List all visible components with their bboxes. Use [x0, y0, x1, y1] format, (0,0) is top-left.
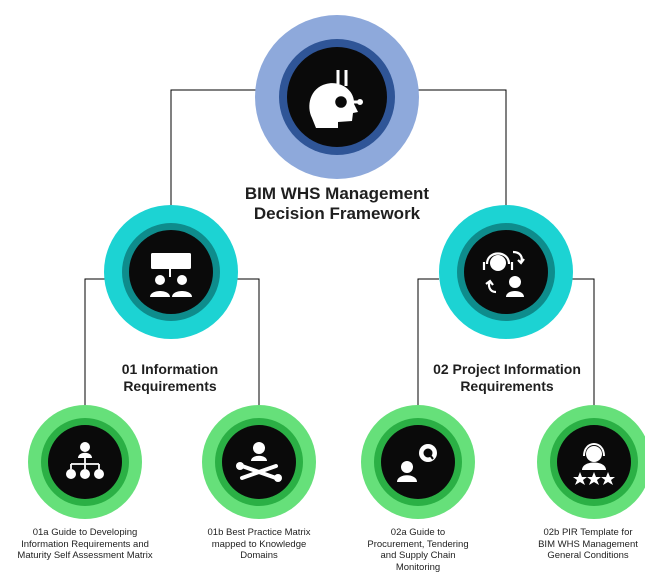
leaf-core [222, 425, 296, 499]
leaf-label-line: BIM WHS Management [538, 538, 638, 550]
leaf-label-02a: 02a Guide to Procurement, Tendering and … [352, 527, 484, 573]
root-title: BIM WHS Management Decision Framework [207, 184, 467, 224]
leaf-label-line: 01b Best Practice Matrix [207, 527, 311, 538]
connector-right-leaf-b [570, 278, 595, 412]
branch-title-information-requirements: 01 Information Requirements [80, 361, 260, 395]
leaf-label-01b: 01b Best Practice Matrix mapped to Knowl… [194, 527, 324, 562]
connector-left-leaf-a [84, 278, 106, 412]
root-title-line2: Decision Framework [253, 204, 421, 223]
leaf-label-line: Maturity Self Assessment Matrix [17, 550, 153, 561]
branch-title-line2: Requirements [460, 378, 554, 394]
leaf-node-02b [537, 405, 645, 519]
leaf-label-line: mapped to Knowledge [211, 538, 307, 550]
org-chart-icon [66, 442, 104, 479]
leaf-node-01a [28, 405, 142, 519]
leaf-label-line: and Supply Chain [380, 550, 456, 561]
connector-root-left [170, 89, 258, 209]
leaf-node-02a [361, 405, 475, 519]
leaf-label-line: 02a Guide to [390, 527, 446, 538]
leaf-node-01b [202, 405, 316, 519]
leaf-label-02b: 02b PIR Template for BIM WHS Management … [532, 527, 644, 562]
leaf-label-line: General Conditions [547, 550, 629, 561]
leaf-label-line: Domains [240, 550, 278, 561]
connector-right-leaf-a [417, 278, 439, 412]
connector-left-leaf-b [236, 278, 260, 412]
presentation-team-icon [150, 253, 192, 297]
leaf-label-line: 02b PIR Template for [543, 527, 633, 538]
headset-gear-icon [309, 70, 363, 128]
branch-title-line1: 02 Project Information [433, 361, 581, 377]
search-person-icon [397, 444, 437, 482]
leaf-label-01a: 01a Guide to Developing Information Requ… [2, 527, 168, 562]
leaf-label-line: 01a Guide to Developing [32, 527, 138, 538]
connector-lines [84, 89, 595, 412]
support-exchange-icon [482, 250, 525, 297]
connector-root-right [415, 89, 507, 222]
leaf-label-line: Procurement, Tendering [367, 538, 469, 550]
branch-title-project-information-requirements: 02 Project Information Requirements [412, 361, 602, 395]
branch-title-line1: 01 Information [121, 361, 219, 377]
branch-node-project-information-requirements [439, 205, 573, 339]
root-title-line1: BIM WHS Management [244, 184, 430, 203]
rating-agent-icon [573, 443, 615, 485]
branch-title-line2: Requirements [123, 378, 217, 394]
worker-tools-icon [236, 442, 282, 482]
leaf-core [381, 425, 455, 499]
branch-node-information-requirements [104, 205, 238, 339]
root-node [255, 15, 419, 179]
leaf-label-line: Monitoring [395, 561, 441, 573]
branch-core [464, 230, 548, 314]
leaf-label-line: Information Requirements and [21, 538, 149, 550]
